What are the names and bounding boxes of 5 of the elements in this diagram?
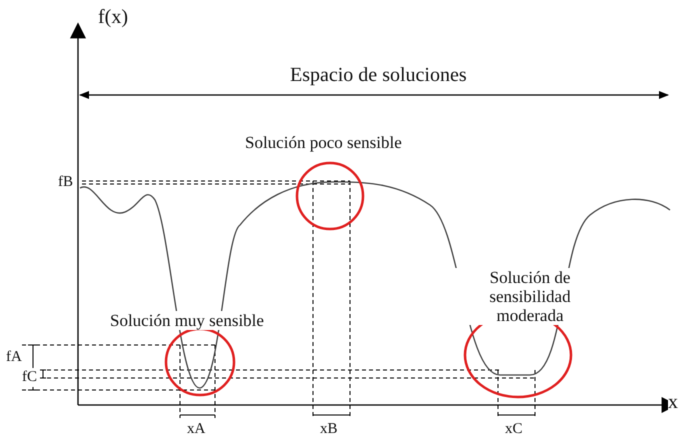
tick-label: fC	[22, 368, 37, 387]
axis-label: f(x)	[98, 8, 128, 27]
annotation-label: Solución muy sensible	[110, 311, 264, 330]
annotation-label: Solución poco sensible	[245, 133, 402, 152]
region-label: Espacio de soluciones	[290, 66, 467, 85]
